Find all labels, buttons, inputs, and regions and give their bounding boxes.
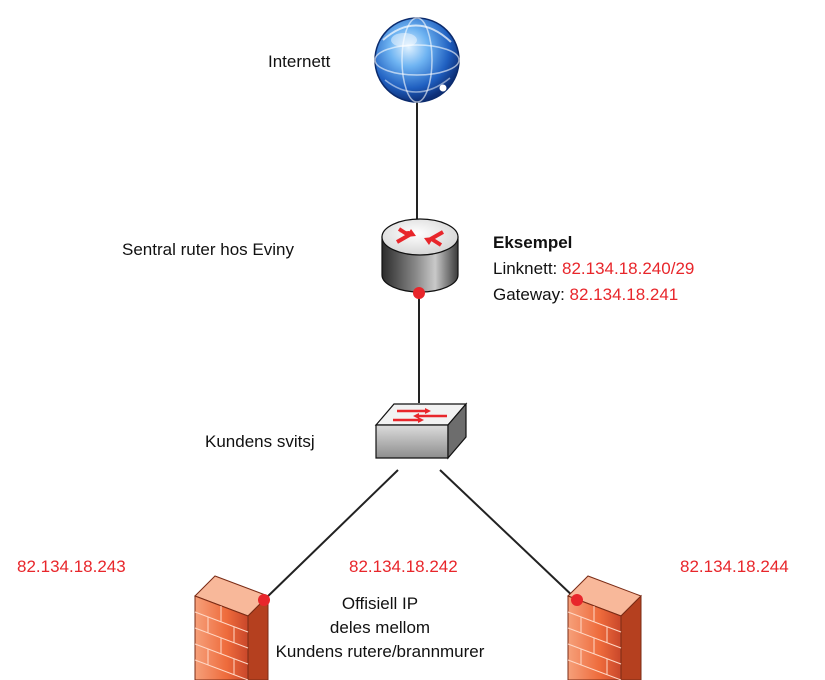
linknet-label: Linknett: — [493, 259, 558, 278]
central-router-label: Sentral ruter hos Eviny — [122, 240, 294, 259]
example-info: Eksempel Linknett: 82.134.18.240/29 Gate… — [493, 230, 694, 308]
ip-left: 82.134.18.243 — [17, 557, 126, 576]
link-switch-left-firewall — [263, 469, 399, 601]
ip-right: 82.134.18.244 — [680, 557, 789, 576]
gateway-value: 82.134.18.241 — [569, 285, 679, 304]
globe-icon — [374, 17, 460, 103]
shared-ip-line1: Offisiell IP — [341, 594, 419, 613]
router-icon — [381, 218, 459, 293]
linknet-row: Linknett: 82.134.18.240/29 — [493, 256, 694, 282]
gateway-row: Gateway: 82.134.18.241 — [493, 282, 694, 308]
gateway-label: Gateway: — [493, 285, 565, 304]
interface-dot — [571, 594, 583, 606]
firewall-icon — [194, 575, 269, 680]
ip-center: 82.134.18.242 — [349, 557, 458, 576]
linknet-value: 82.134.18.240/29 — [562, 259, 695, 278]
shared-ip-note: Offisiell IP deles mellom Kundens rutere… — [270, 592, 490, 664]
shared-ip-line2: deles mellom — [329, 618, 431, 637]
internet-label: Internett — [268, 52, 331, 71]
switch-icon — [374, 402, 468, 460]
customer-switch-label: Kundens svitsj — [205, 432, 315, 451]
interface-dot — [258, 594, 270, 606]
example-heading: Eksempel — [493, 233, 573, 252]
shared-ip-line3: Kundens rutere/brannmurer — [275, 642, 485, 661]
interface-dot — [413, 287, 425, 299]
link-switch-right-firewall — [439, 469, 578, 601]
firewall-icon — [567, 575, 642, 680]
